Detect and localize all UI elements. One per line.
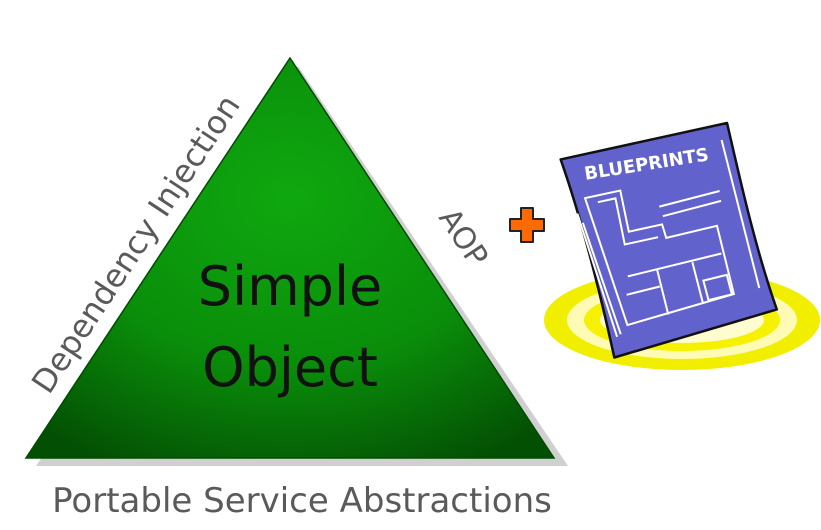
blueprint-paper: BLUEPRINTS xyxy=(559,121,779,359)
blueprint-floorplan xyxy=(576,139,761,338)
center-label-line1: Simple xyxy=(198,255,382,318)
blueprint-document-icon: BLUEPRINTS xyxy=(544,121,820,370)
center-label-line2: Object xyxy=(202,336,378,399)
triangle-shape xyxy=(24,56,556,459)
bottom-label: Portable Service Abstractions xyxy=(52,481,552,521)
plus-icon xyxy=(509,207,545,243)
right-side-label: AOP xyxy=(431,202,494,273)
triangle-group xyxy=(24,56,568,466)
